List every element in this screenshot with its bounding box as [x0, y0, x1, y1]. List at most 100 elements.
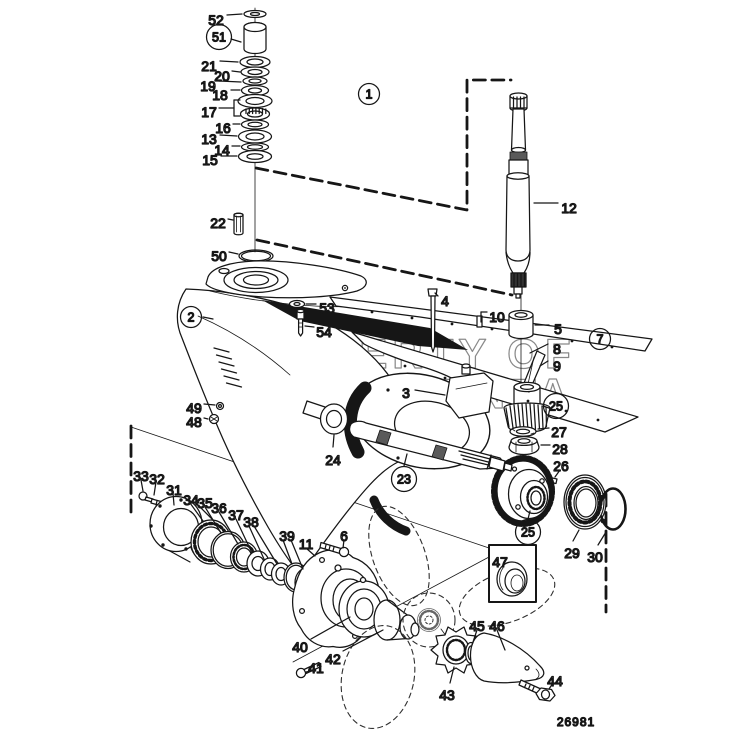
thrust-cone-42 [373, 599, 420, 641]
callout-28: 28 [552, 441, 568, 457]
leader-line-48 [203, 417, 209, 420]
leader-line-41 [305, 670, 312, 673]
leader-line-30 [597, 531, 607, 546]
leader-line-38 [248, 525, 265, 560]
leader-line-27 [537, 427, 550, 430]
callout-24: 24 [325, 452, 341, 468]
washer-53 [288, 299, 306, 309]
callout-circle-23 [390, 465, 418, 493]
callout-47: 47 [492, 554, 508, 570]
leader-line-8 [529, 343, 549, 354]
upper-bearing-stack [237, 9, 273, 164]
detail-box-47 [488, 544, 537, 603]
callout-53: 53 [319, 300, 335, 316]
leader-line-2 [202, 316, 214, 320]
callout-39: 39 [279, 528, 295, 544]
anode-3 [445, 363, 494, 419]
callout-14: 14 [214, 142, 230, 158]
leader-line-37 [235, 518, 253, 554]
callout-49: 49 [186, 400, 202, 416]
callout-40: 40 [292, 639, 308, 655]
leader-line-43 [449, 666, 455, 684]
callout-31: 31 [166, 482, 182, 498]
callout-54: 54 [316, 324, 332, 340]
lock-washer-27 [509, 426, 537, 437]
leader-line-32 [153, 481, 157, 496]
callout-41: 41 [308, 660, 324, 676]
callout-circle-51 [205, 23, 233, 51]
leader-line-33 [140, 479, 144, 492]
screws-48-49 [208, 401, 225, 425]
leader-line-34 [189, 502, 204, 522]
callout-36: 36 [211, 500, 227, 516]
leader-line-49 [203, 403, 216, 406]
callout-50: 50 [211, 248, 227, 264]
leader-line-6 [342, 539, 345, 549]
callout-27: 27 [551, 424, 567, 440]
callout-18: 18 [212, 87, 228, 103]
leader-line-29 [572, 529, 580, 542]
callout-17: 17 [201, 104, 217, 120]
callout-25: 25 [549, 399, 563, 413]
callout-circle-25 [514, 518, 542, 546]
leader-line-31 [172, 492, 175, 506]
leader-line-54 [304, 325, 315, 328]
leader-line-45 [471, 629, 478, 646]
leader-line-3 [414, 389, 446, 396]
callout-1: 1 [366, 87, 373, 101]
prop-cone-46 [469, 632, 545, 684]
callout-15: 15 [202, 152, 218, 168]
drive-shaft-12 [505, 92, 531, 299]
leader-line-26 [554, 469, 561, 478]
callout-38: 38 [243, 514, 259, 530]
callout-circle-1 [357, 82, 381, 106]
callout-26: 26 [553, 458, 569, 474]
leader-line-42 [342, 629, 384, 652]
callout-34: 34 [183, 492, 199, 508]
leader-line-39 [290, 539, 304, 570]
leader-line-9 [539, 360, 549, 367]
leader-line-44 [548, 682, 554, 690]
leader-line-50 [228, 251, 239, 255]
bolt-54 [296, 308, 305, 337]
o-ring-50 [238, 249, 274, 263]
callout-21: 21 [201, 58, 217, 74]
callout-layer: 5221201918171613141522501253544105893272… [133, 11, 612, 704]
retaining-ring-30 [599, 487, 627, 531]
bearing-29 [563, 474, 607, 530]
dowel-pin-22 [233, 212, 244, 236]
callout-7: 7 [597, 332, 604, 346]
leader-line-25 [527, 510, 531, 520]
leader-line-23 [403, 453, 408, 467]
callout-37: 37 [228, 507, 244, 523]
leader-line-35 [204, 506, 222, 534]
leader-line-13 [219, 134, 238, 137]
callout-circle-7 [588, 327, 612, 351]
callout-33: 33 [133, 468, 149, 484]
callout-9: 9 [553, 358, 561, 374]
leader-line-39 [282, 539, 293, 565]
callout-19: 19 [200, 78, 216, 94]
callout-circle-25 [542, 392, 570, 420]
callout-10: 10 [489, 309, 505, 325]
nut-28 [508, 435, 540, 456]
bushing-5 [508, 309, 534, 340]
callout-43: 43 [439, 687, 455, 703]
callout-4: 4 [441, 293, 449, 309]
callout-3: 3 [402, 385, 410, 401]
callout-2: 2 [188, 310, 195, 324]
leader-line-19 [218, 80, 242, 83]
leader-line-38 [253, 525, 278, 565]
callout-8: 8 [553, 341, 561, 357]
prop-shaft-23 [348, 420, 518, 472]
callout-52: 52 [208, 12, 224, 28]
callout-30: 30 [587, 549, 603, 565]
bolt-44 [518, 679, 556, 702]
callout-35: 35 [197, 495, 213, 511]
callout-45: 45 [469, 618, 485, 634]
callout-46: 46 [489, 618, 505, 634]
callout-48: 48 [186, 414, 202, 430]
callout-51: 51 [212, 30, 226, 44]
leader-line-4 [434, 292, 439, 297]
